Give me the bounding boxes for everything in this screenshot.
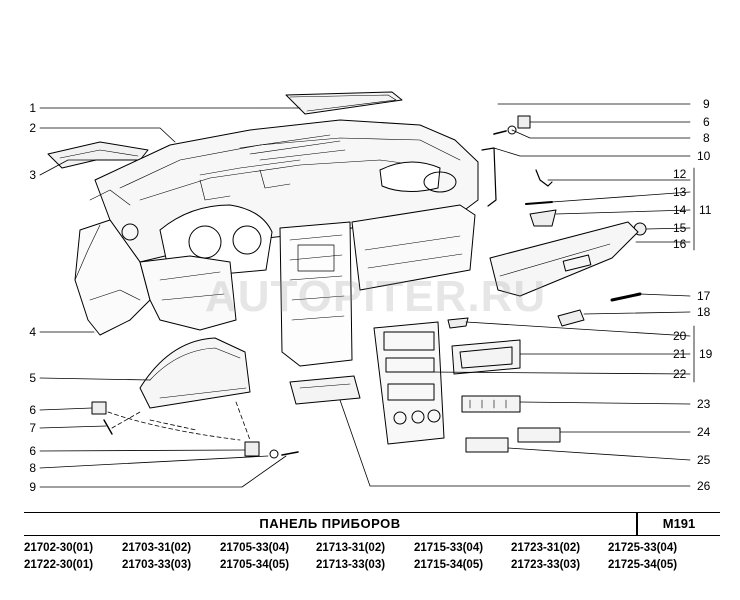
callout-1: 1 [29, 101, 36, 115]
callout-r10: 10 [697, 149, 711, 163]
group-19: 19 [699, 347, 713, 361]
model-code: 21713-31(02) [316, 542, 386, 554]
lower-bracket-part [289, 375, 361, 405]
model-code: 21705-34(05) [220, 559, 290, 571]
model-code: 21725-33(04) [608, 542, 678, 554]
callout-r14: 14 [673, 203, 687, 217]
callout-6: 6 [29, 403, 36, 417]
callout-r24: 24 [697, 425, 711, 439]
model-code: 21705-33(04) [220, 542, 290, 554]
callout-2: 2 [29, 121, 36, 135]
callout-r23: 23 [697, 397, 711, 411]
model-code: 21723-33(03) [511, 559, 581, 571]
callout-9: 9 [29, 480, 36, 494]
callout-r16: 16 [673, 237, 687, 251]
callout-r17: 17 [697, 289, 711, 303]
cluster-hood-part [139, 337, 251, 409]
callout-r21: 21 [673, 347, 687, 361]
callout-4: 4 [29, 325, 36, 339]
title-divider [636, 513, 638, 535]
callout-r6: 6 [703, 115, 710, 129]
model-code: 21703-33(03) [122, 559, 192, 571]
glovebox-lid-part [489, 221, 639, 297]
radio-frame-part [447, 317, 521, 375]
callout-7: 7 [29, 421, 36, 435]
callout-3: 3 [29, 168, 36, 182]
callout-r26: 26 [697, 479, 711, 493]
callout-r15: 15 [673, 221, 687, 235]
model-code: 21713-33(03) [316, 559, 386, 571]
page-title: ПАНЕЛЬ ПРИБОРОВ [259, 516, 401, 531]
bracket-hardware [481, 115, 531, 207]
callout-8: 8 [29, 461, 36, 475]
title-block: ПАНЕЛЬ ПРИБОРОВ М191 21702-30(01) 21703-… [24, 512, 720, 598]
callout-r20: 20 [673, 329, 687, 343]
callout-6b: 6 [29, 444, 36, 458]
dashboard-body [74, 119, 479, 367]
callout-r12: 12 [673, 167, 687, 181]
model-code: 21715-34(05) [414, 559, 484, 571]
model-code: 21725-34(05) [608, 559, 678, 571]
title-row: ПАНЕЛЬ ПРИБОРОВ М191 [24, 512, 720, 536]
callout-r9: 9 [703, 97, 710, 111]
watermark: AUTOPITER.RU [205, 272, 547, 321]
group-11: 11 [699, 203, 712, 217]
model-code: 21715-33(04) [414, 542, 484, 554]
clip-part [91, 401, 299, 459]
model-code: 21702-30(01) [24, 542, 94, 554]
model-code: 21703-31(02) [122, 542, 192, 554]
leader-lines [39, 103, 695, 488]
callout-r22: 22 [673, 367, 687, 381]
section-code: М191 [662, 516, 696, 531]
model-code: 21723-31(02) [511, 542, 581, 554]
callout-r13: 13 [673, 185, 687, 199]
callout-r18: 18 [697, 305, 711, 319]
top-cover-part [285, 91, 403, 115]
callout-r25: 25 [697, 453, 711, 467]
latch-parts [525, 169, 647, 236]
callout-r8: 8 [703, 131, 710, 145]
switch-panels [461, 395, 561, 453]
model-code: 21722-30(01) [24, 559, 94, 571]
damper-parts [557, 292, 642, 327]
callout-5: 5 [29, 371, 36, 385]
center-console-part [373, 321, 445, 445]
